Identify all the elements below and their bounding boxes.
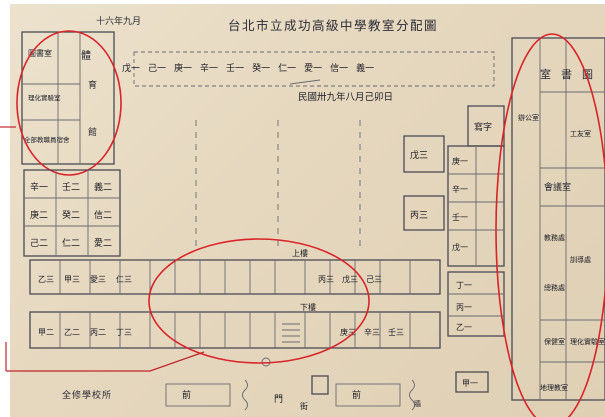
svg-text:戊一: 戊一	[452, 242, 468, 252]
highlight-circle-center	[148, 238, 370, 364]
svg-text:戊三: 戊三	[410, 149, 428, 161]
upstairs-label: 上樓	[292, 248, 308, 258]
svg-text:仁二: 仁二	[62, 237, 80, 249]
svg-text:乙一: 乙一	[456, 323, 472, 332]
svg-text:義二: 義二	[94, 181, 112, 193]
top-row-outline	[133, 51, 495, 87]
svg-text:癸二: 癸二	[62, 209, 80, 221]
handwritten-annotation: 民國卅九年八月己卯日	[298, 91, 393, 103]
svg-text:教務處: 教務處	[544, 233, 565, 242]
svg-text:辛一: 辛一	[30, 181, 48, 193]
svg-text:前: 前	[352, 389, 361, 401]
svg-text:理化實驗室: 理化實驗室	[570, 337, 605, 346]
svg-text:庚二: 庚二	[30, 209, 48, 221]
left-building-block	[21, 31, 115, 165]
svg-text:館: 館	[88, 126, 97, 138]
right-building-block	[511, 37, 605, 401]
svg-text:地理教室: 地理教室	[540, 383, 568, 392]
svg-text:愛二: 愛二	[94, 237, 112, 249]
svg-text:街: 街	[300, 401, 308, 411]
highlight-circle-left	[16, 30, 122, 176]
svg-text:己二: 己二	[30, 238, 48, 249]
staircase	[282, 323, 300, 343]
lower-row-labels-d: 庚三辛三壬三	[340, 327, 404, 337]
svg-text:丁一: 丁一	[456, 281, 472, 290]
bottom-school-label: 全修學校所	[62, 389, 112, 401]
svg-text:保健室: 保健室	[544, 337, 565, 346]
svg-text:總務處: 總務處	[544, 283, 565, 292]
highlight-circle-right	[495, 33, 605, 417]
svg-text:寫字: 寫字	[474, 121, 492, 133]
svg-text:信二: 信二	[94, 209, 112, 221]
lower-row-upper	[29, 259, 441, 295]
svg-text:壬二: 壬二	[62, 182, 80, 193]
date-label: 十六年九月	[96, 15, 141, 27]
document-title: 台北市立成功高級中學教室分配圖	[228, 18, 438, 33]
downstairs-label: 下樓	[300, 302, 316, 312]
staff-dorm-label: 全部教職員宿舍	[24, 135, 70, 144]
left-classroom-stack	[23, 169, 121, 257]
lower-row-labels-c: 甲二乙二丙二丁三	[38, 328, 132, 337]
svg-text:牆: 牆	[414, 399, 421, 408]
library-header: 室書圖	[540, 67, 593, 81]
top-row-labels: 戊一己一庚一辛一壬一癸一仁一愛一信一義一	[122, 62, 374, 74]
library-room-label: 圖書室	[28, 48, 52, 58]
gate-label: 門	[274, 394, 283, 405]
svg-text:育: 育	[88, 79, 97, 91]
svg-text:甲一: 甲一	[462, 379, 478, 388]
svg-text:丙三: 丙三	[410, 210, 428, 221]
lower-row-labels-b: 丙三戊三己三	[318, 274, 382, 284]
svg-text:會議室: 會議室	[544, 181, 571, 193]
lower-row-labels-a: 乙三甲三愛三仁三	[38, 274, 132, 284]
svg-text:前: 前	[182, 389, 191, 401]
lower-row-lower	[29, 311, 441, 349]
lab-label: 理化實驗室	[28, 93, 61, 102]
svg-text:辛一: 辛一	[452, 184, 468, 194]
svg-text:壬一: 壬一	[452, 212, 468, 222]
svg-text:庚一: 庚一	[452, 156, 468, 166]
svg-text:丙一: 丙一	[456, 303, 472, 312]
gym-label: 體	[79, 50, 91, 61]
svg-text:訓導處: 訓導處	[570, 255, 591, 264]
svg-text:工友室: 工友室	[570, 129, 591, 138]
svg-text:辦公室: 辦公室	[518, 113, 539, 122]
